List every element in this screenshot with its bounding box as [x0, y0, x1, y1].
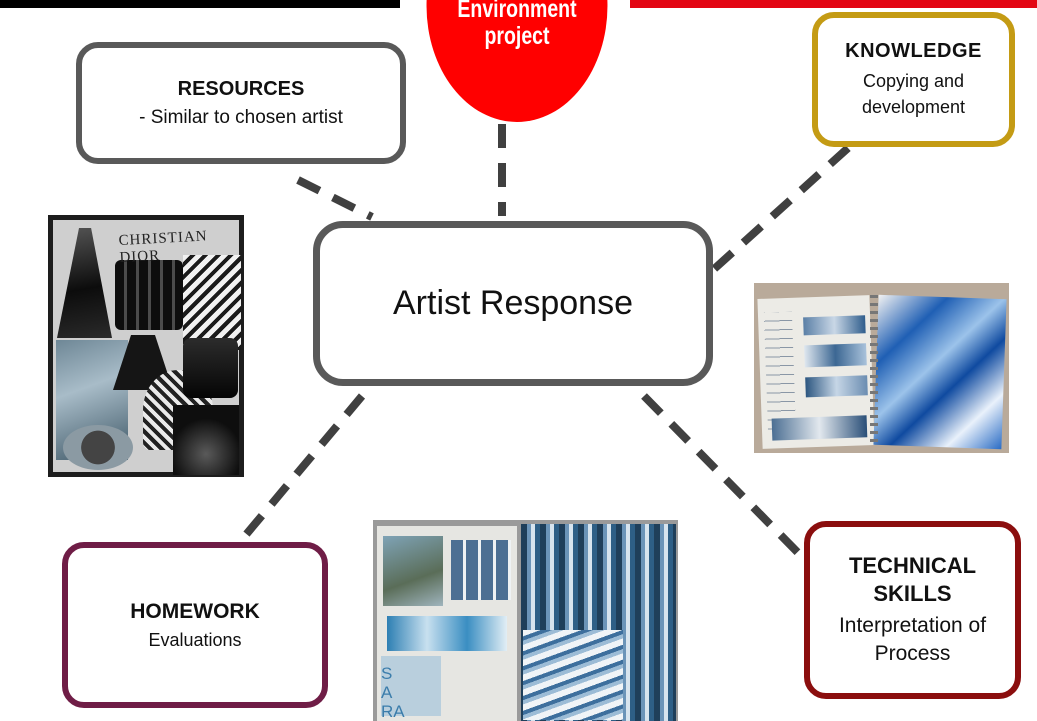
artist-response-box: Artist Response [313, 221, 713, 386]
dior-dress-e [173, 405, 239, 475]
collage-landscape [383, 536, 443, 606]
sketchbook-left-page [757, 295, 875, 449]
collage-grid [451, 540, 511, 600]
dior-page: CHRISTIAN DIOR [53, 220, 241, 475]
sketchbook-strip-4 [771, 415, 868, 441]
dior-dress-d [183, 338, 238, 398]
circle-line-2: project [484, 22, 550, 50]
sketchbook-notes [763, 311, 797, 433]
artist-response-title: Artist Response [393, 284, 633, 322]
header-bar-black [0, 0, 400, 8]
collage-water-strip [387, 616, 507, 651]
sketchbook-rings [870, 295, 878, 445]
sketchbook-strip-2 [804, 343, 867, 368]
sketchbook-right-page [873, 294, 1007, 450]
connector-knowledge [710, 145, 851, 273]
resources-title: RESOURCES [177, 77, 305, 100]
connector-technical [641, 393, 813, 568]
circle-line-1: Environment [457, 0, 577, 23]
technical-detail: Interpretation of Process [838, 614, 987, 665]
dior-collage-photo: CHRISTIAN DIOR [48, 215, 244, 477]
resources-detail: - Similar to chosen artist [139, 106, 343, 128]
knowledge-detail: Copying and development [861, 70, 966, 117]
connector-homework [240, 393, 366, 540]
knowledge-box: KNOWLEDGE Copying and development [812, 12, 1015, 147]
dior-dress-b [115, 260, 183, 330]
resources-box: RESOURCES - Similar to chosen artist [76, 42, 406, 164]
sketchbook-strip-1 [803, 315, 866, 336]
homework-detail: Evaluations [148, 629, 242, 650]
header-bar-red [630, 0, 1037, 8]
connector-resources [296, 176, 374, 221]
homework-title: HOMEWORK [130, 599, 260, 623]
blue-sketchbook-photo [754, 283, 1009, 453]
collage-blue-block [381, 656, 441, 716]
collage-weave-lower [523, 630, 623, 720]
homework-box: HOMEWORK Evaluations [62, 542, 328, 708]
knowledge-title: KNOWLEDGE [845, 39, 982, 62]
dior-label: CHRISTIAN DIOR [118, 228, 208, 266]
dior-circle [63, 425, 133, 470]
technical-skills-box: TECHNICAL SKILLS Interpretation of Proce… [804, 521, 1021, 699]
technical-title: TECHNICAL SKILLS [848, 553, 977, 606]
dior-dress-a [57, 228, 112, 338]
dior-stripes-a [183, 255, 241, 350]
sketchbook-strip-3 [805, 375, 868, 398]
